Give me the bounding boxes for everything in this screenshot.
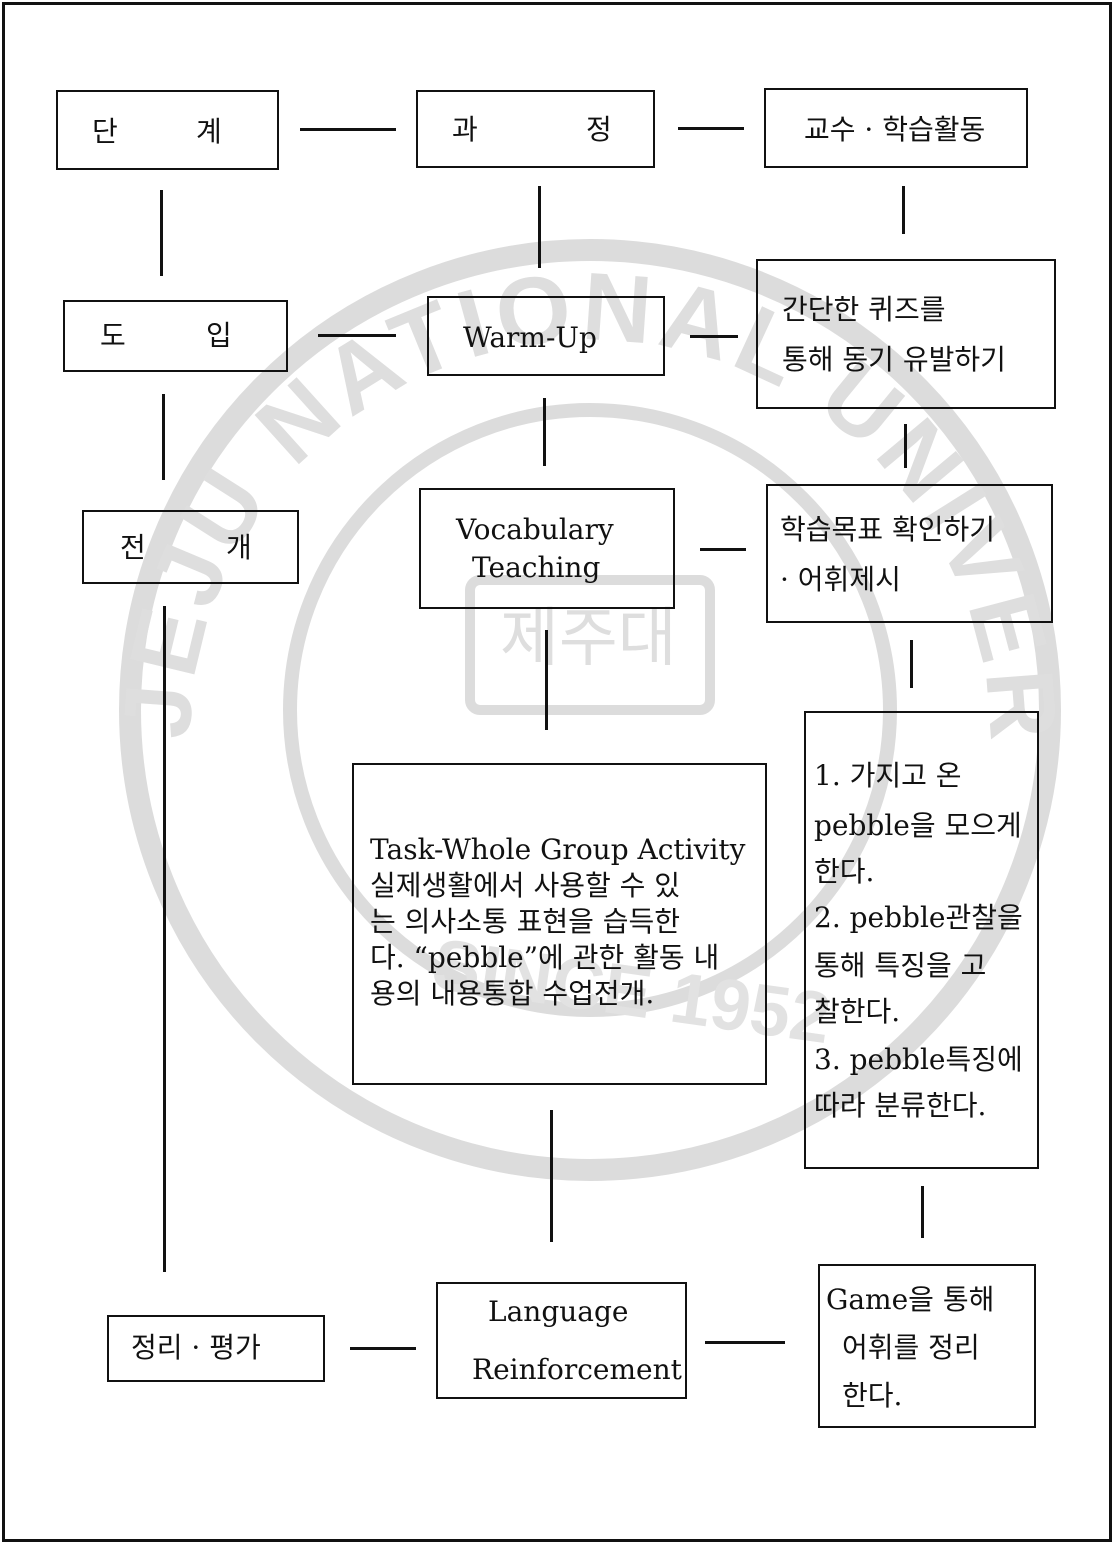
- connector-v: [910, 640, 913, 688]
- stage-header-char-1: 단: [92, 115, 118, 148]
- process-warmup-text: Warm-Up: [463, 321, 597, 354]
- stage-intro-char-1: 도: [100, 319, 126, 352]
- stage-development-char-2: 개: [226, 531, 252, 564]
- activity-steps-box: [804, 711, 1039, 1169]
- process-task-line-3: 는 의사소통 표현을 습득한: [370, 905, 681, 938]
- activity-quiz-line-2: 통해 동기 유발하기: [782, 343, 1006, 376]
- connector-v: [902, 186, 905, 234]
- activity-steps-line-7: 3. pebble특징에: [814, 1043, 1023, 1076]
- process-reinforcement-line-1: Language: [488, 1295, 629, 1328]
- connector-h: [705, 1341, 785, 1344]
- activity-quiz-box: [756, 259, 1056, 409]
- process-task-line-5: 용의 내용통합 수업전개.: [370, 977, 655, 1010]
- activity-quiz-line-1: 간단한 퀴즈를: [782, 293, 946, 326]
- activity-game-line-3: 한다.: [842, 1379, 903, 1412]
- activity-goal-box: [766, 484, 1053, 623]
- process-vocabulary-line-1: Vocabulary: [456, 513, 614, 546]
- activity-goal-line-2: · 어휘제시: [780, 563, 901, 596]
- connector-v: [162, 394, 165, 480]
- connector-h: [350, 1347, 416, 1350]
- connector-h: [318, 334, 396, 337]
- stage-header-box: [56, 90, 279, 170]
- activity-steps-line-4: 2. pebble관찰을: [814, 901, 1023, 934]
- stage-development-box: [82, 510, 299, 584]
- connector-v: [163, 606, 166, 1272]
- connector-v: [538, 186, 541, 268]
- process-vocabulary-box: [419, 488, 675, 609]
- process-reinforcement-line-2: Reinforcement: [472, 1353, 682, 1386]
- activity-steps-line-2: pebble을 모으게: [814, 809, 1022, 842]
- activity-header-box: [764, 88, 1028, 168]
- process-vocabulary-line-2: Teaching: [472, 551, 601, 584]
- process-header-box: [416, 90, 655, 168]
- activity-steps-line-1: 1. 가지고 온: [814, 759, 962, 792]
- activity-steps-line-5: 통해 특징을 고: [814, 949, 987, 982]
- connector-v: [550, 1110, 553, 1242]
- activity-steps-line-8: 따라 분류한다.: [814, 1089, 987, 1122]
- connector-v: [921, 1186, 924, 1238]
- activity-goal-line-1: 학습목표 확인하기: [780, 513, 995, 546]
- activity-steps-line-6: 찰한다.: [814, 995, 901, 1028]
- connector-h: [700, 548, 746, 551]
- process-header-char-1: 과: [452, 113, 478, 146]
- connector-v: [545, 630, 548, 730]
- stage-wrapup-box: [107, 1315, 325, 1382]
- stage-development-char-1: 전: [120, 531, 146, 564]
- activity-header-text: 교수 · 학습활동: [804, 113, 986, 146]
- connector-h: [690, 335, 738, 338]
- process-task-line-4: 다. “pebble”에 관한 활동 내: [370, 941, 720, 974]
- connector-h: [678, 127, 744, 130]
- stage-header-char-2: 계: [196, 115, 222, 148]
- process-reinforcement-box: [436, 1282, 687, 1399]
- connector-v: [904, 424, 907, 468]
- process-task-line-2: 실제생활에서 사용할 수 있: [370, 869, 681, 902]
- activity-steps-line-3: 한다.: [814, 855, 875, 888]
- connector-v: [160, 190, 163, 276]
- stage-wrapup-text: 정리 · 평가: [131, 1331, 261, 1364]
- stage-intro-box: [63, 300, 288, 372]
- process-task-line-1: Task-Whole Group Activity: [370, 833, 746, 866]
- activity-game-box: [818, 1264, 1036, 1428]
- process-task-box: [352, 763, 767, 1085]
- connector-v: [543, 398, 546, 466]
- process-warmup-box: [427, 296, 665, 376]
- activity-game-line-2: 어휘를 정리: [842, 1331, 980, 1364]
- activity-game-line-1: Game을 통해: [826, 1283, 995, 1316]
- connector-h: [300, 128, 396, 131]
- stage-intro-char-2: 입: [206, 319, 232, 352]
- process-header-char-2: 정: [586, 113, 612, 146]
